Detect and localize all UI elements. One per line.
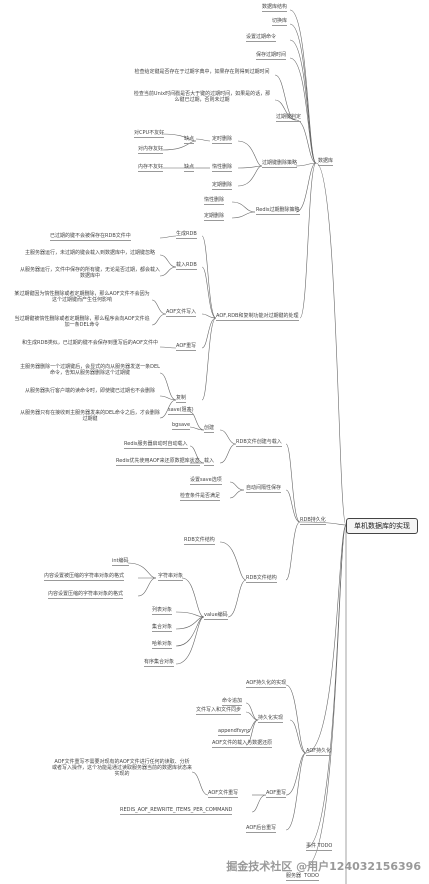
node-fault-2[interactable]: 缺点 — [184, 164, 195, 172]
node-expire-logic-b[interactable]: 检查当前Unix时间戳是否大于键的过期时间，如果是的话，那么键已过期，否则未过期 — [133, 91, 271, 103]
node-load-rdb[interactable]: 载入RDB — [176, 262, 197, 270]
node-gen-rdb[interactable]: 生成RDB — [176, 231, 197, 239]
node-check-cond[interactable]: 检查条件是否满足 — [180, 493, 221, 501]
node-aof-prefer[interactable]: Redis优先使用AOF来还原数据库状态 — [116, 458, 200, 466]
node-redis-del[interactable]: Redis过期删除策略 — [256, 207, 300, 215]
node-autosave[interactable]: 自动间隔性保存 — [246, 485, 282, 493]
node-write-sync[interactable]: 文件写入和文件同步 — [196, 707, 242, 715]
node-str-b[interactable]: 内容设置压缩的字符串对象的格式 — [48, 591, 124, 599]
edge-root-server — [305, 524, 347, 867]
node-server[interactable]: 服务器 TODO — [286, 873, 319, 881]
node-rdb-struct[interactable]: RDB文件结构 — [184, 537, 215, 545]
node-appendfsync[interactable]: appendfsync — [218, 728, 251, 736]
node-bgsave[interactable]: bgsave — [172, 422, 191, 430]
node-set[interactable]: 集合对象 — [152, 624, 173, 632]
node-startup-load[interactable]: Redis服务器启动时自动载入 — [124, 441, 188, 449]
node-value[interactable]: value编码 — [204, 612, 228, 620]
node-aof-1[interactable]: 某过期键因为惰性删除或者定期删除，那么AOF文件不会因为这个过期键而产生任何影响 — [14, 291, 150, 303]
node-str-obj[interactable]: 字符串对象 — [158, 573, 184, 581]
node-db-schema[interactable]: 数据库结构 — [262, 4, 288, 12]
node-aof-rewrite[interactable]: AOF重写 — [176, 343, 197, 351]
node-database[interactable]: 数据库 — [318, 158, 334, 166]
node-int[interactable]: int编码 — [112, 558, 129, 566]
node-expire-judge[interactable]: 过期键判定 — [276, 114, 302, 122]
node-rdb-struct-2[interactable]: RDB文件结构 — [246, 575, 277, 583]
node-aof-rdb-impact[interactable]: AOF,RDB和复制功能对过期键的处理 — [216, 313, 299, 321]
node-lazy-delete[interactable]: 惰性删除 — [212, 164, 233, 172]
node-load[interactable]: 载入 — [204, 458, 215, 466]
node-create[interactable]: 创建 — [204, 425, 215, 433]
node-aof-load[interactable]: AOF文件的载入与数据还原 — [212, 740, 273, 748]
node-list[interactable]: 列表对象 — [152, 607, 173, 615]
node-rewrite-config[interactable]: REDIS_AOF_REWRITE_ITEMS_PER_COMMAND — [120, 807, 233, 815]
node-replication[interactable]: 复制 — [176, 395, 187, 403]
node-aof-persist[interactable]: AOF持久化 — [306, 748, 332, 756]
node-bg-rewrite[interactable]: AOF后台重写 — [246, 825, 277, 833]
node-rewrite-desc[interactable]: AOF文件重写不需要对现有的AOF文件进行任何的读取、分析或者写入操作，这个功能… — [52, 759, 193, 777]
node-set-expire[interactable]: 设置过期命令 — [246, 34, 277, 42]
node-aof-rewrite-2[interactable]: AOF文件重写 — [208, 790, 239, 798]
node-save-expire[interactable]: 保存过期时间 — [256, 52, 287, 60]
node-rep-3[interactable]: 从服务器只有在接收到主服务器发来的DEL命令之后，才会删除过期键 — [20, 410, 160, 422]
node-aof-3[interactable]: 和生成RDB类似，已过期的键不会保存到重写后的AOF文件中 — [22, 340, 158, 346]
node-cmd-append[interactable]: 命令追加 — [222, 698, 243, 706]
node-cpu-unfriendly[interactable]: 对CPU不友好 — [134, 130, 165, 138]
node-aof-write[interactable]: AOF文件写入 — [166, 309, 197, 317]
node-mem-friendly[interactable]: 对内存友好 — [138, 146, 164, 154]
edge-root-rdb — [299, 521, 347, 526]
node-rep-1[interactable]: 主服务器删除一个过期键后，会显式的向从服务器发送一条DEL命令，告知从服务器删除… — [20, 364, 160, 376]
edge-root-aof — [305, 524, 347, 754]
node-timed-delete[interactable]: 定时删除 — [212, 136, 233, 144]
node-aof-rewrite-3[interactable]: AOF重写 — [266, 790, 287, 798]
node-rep-2[interactable]: 从服务器执行客户端的读命令时，即使键已过期也不会删除 — [24, 388, 155, 394]
node-del-strategy[interactable]: 过期键删除策略 — [262, 160, 298, 168]
watermark: 掘金技术社区 @用户124032156396 — [226, 860, 421, 873]
node-persist-impl[interactable]: 持久化实现 — [258, 715, 284, 723]
node-str-a[interactable]: 内容设置被压缩的字符串对象的格式 — [44, 573, 125, 581]
edge-root-db — [315, 162, 347, 526]
node-periodic-delete-2[interactable]: 定期删除 — [204, 213, 225, 221]
node-save-opt[interactable]: 设置save选项 — [190, 477, 222, 485]
node-switch-db[interactable]: 切换库 — [272, 18, 288, 26]
node-zset[interactable]: 有序集合对象 — [144, 659, 175, 667]
node-lazy-delete-2[interactable]: 惰性删除 — [204, 197, 225, 205]
node-periodic-delete[interactable]: 定期删除 — [212, 182, 233, 190]
node-rdb-3[interactable]: 从服务器运行，文件中保存的所有键，无论是否过期，都会载入数据库中 — [20, 267, 161, 279]
node-event[interactable]: 事件 TODO — [306, 843, 333, 851]
node-rdb-1[interactable]: 已过期的键不会被保存在RDB文件中 — [50, 233, 131, 241]
node-save[interactable]: save(阻塞) — [168, 407, 194, 415]
node-expire-logic-a[interactable]: 检查给定键是否存在于过期字典中，如果存在则得到过期时间 — [134, 69, 270, 75]
node-rdb-create-load[interactable]: RDB文件创建与载入 — [236, 439, 282, 447]
root-node[interactable]: 单机数据库的实现 — [346, 518, 418, 534]
node-mem-unfriendly[interactable]: 内存不友好 — [138, 164, 164, 172]
node-rdb-persist[interactable]: RDB持久化 — [300, 517, 326, 525]
node-hash[interactable]: 哈希对象 — [152, 641, 173, 649]
node-aof-impl[interactable]: AOF持久化的实现 — [246, 680, 287, 688]
node-fault-1[interactable]: 缺点 — [184, 136, 195, 144]
node-aof-2[interactable]: 当过期键被惰性删除或者定期删除，那么程序会向AOF文件追加一条DEL命令 — [14, 316, 150, 328]
node-rdb-2[interactable]: 主服务器运行，未过期的键会载入到数据库中，过期键忽略 — [24, 250, 155, 256]
